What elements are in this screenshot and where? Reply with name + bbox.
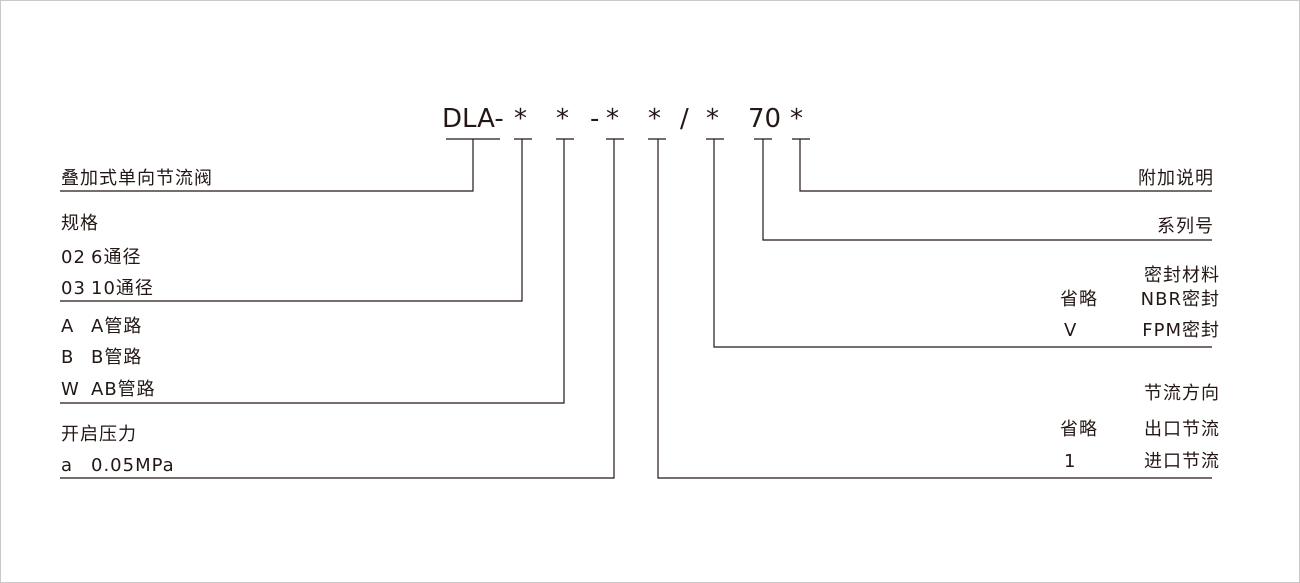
code-path-mark: * xyxy=(556,104,569,134)
code-extra-mark: * xyxy=(790,104,803,134)
code-seal-mark: * xyxy=(706,104,719,134)
leader-valve-name xyxy=(60,139,474,192)
size-row-desc: 10通径 xyxy=(91,278,154,299)
code-spec-mark: * xyxy=(514,104,527,134)
size-title: 规格 xyxy=(61,213,99,234)
seal-row-desc: NBR密封 xyxy=(1140,289,1220,310)
seal-row-code: 省略 xyxy=(1060,289,1098,310)
leader-pressure xyxy=(60,139,615,479)
path-row-code: W xyxy=(61,379,80,400)
code-slash: / xyxy=(680,104,689,134)
path-row-code: B xyxy=(61,347,75,368)
direction-row-code: 1 xyxy=(1064,451,1077,472)
size-row-code: 02 xyxy=(61,247,86,268)
path-row-code: A xyxy=(61,316,75,337)
pressure-row-code: a xyxy=(61,455,74,476)
seal-row-code: V xyxy=(1064,320,1078,341)
seal-title: 密封材料 xyxy=(1144,265,1220,286)
code-prefix: DLA- xyxy=(442,104,504,134)
leader-size xyxy=(60,139,523,302)
direction-row-desc: 出口节流 xyxy=(1144,419,1220,440)
pressure-title: 开启压力 xyxy=(61,424,137,445)
path-row-desc: AB管路 xyxy=(91,379,156,400)
size-row-code: 03 xyxy=(61,278,86,299)
leader-seal xyxy=(713,139,1212,348)
valve-name-label: 叠加式单向节流阀 xyxy=(61,168,213,189)
size-row-desc: 6通径 xyxy=(91,247,142,268)
series-desc-label: 系列号 xyxy=(1157,216,1214,237)
direction-row-code: 省略 xyxy=(1060,419,1098,440)
code-pressure-mark: * xyxy=(606,104,619,134)
direction-title: 节流方向 xyxy=(1144,383,1220,404)
extra-desc-label: 附加说明 xyxy=(1138,168,1214,189)
seal-row-desc: FPM密封 xyxy=(1142,320,1220,341)
code-direction-mark: * xyxy=(648,104,661,134)
code-dash: - xyxy=(590,104,600,134)
leader-series xyxy=(762,139,1212,241)
leader-extra xyxy=(799,139,1212,192)
leader-direction xyxy=(657,139,1212,479)
leader-path xyxy=(60,139,565,404)
path-row-desc: B管路 xyxy=(91,347,143,368)
direction-row-desc: 进口节流 xyxy=(1144,451,1220,472)
code-series: 70 xyxy=(748,104,782,134)
pressure-row-desc: 0.05MPa xyxy=(91,455,175,476)
path-row-desc: A管路 xyxy=(91,316,143,337)
